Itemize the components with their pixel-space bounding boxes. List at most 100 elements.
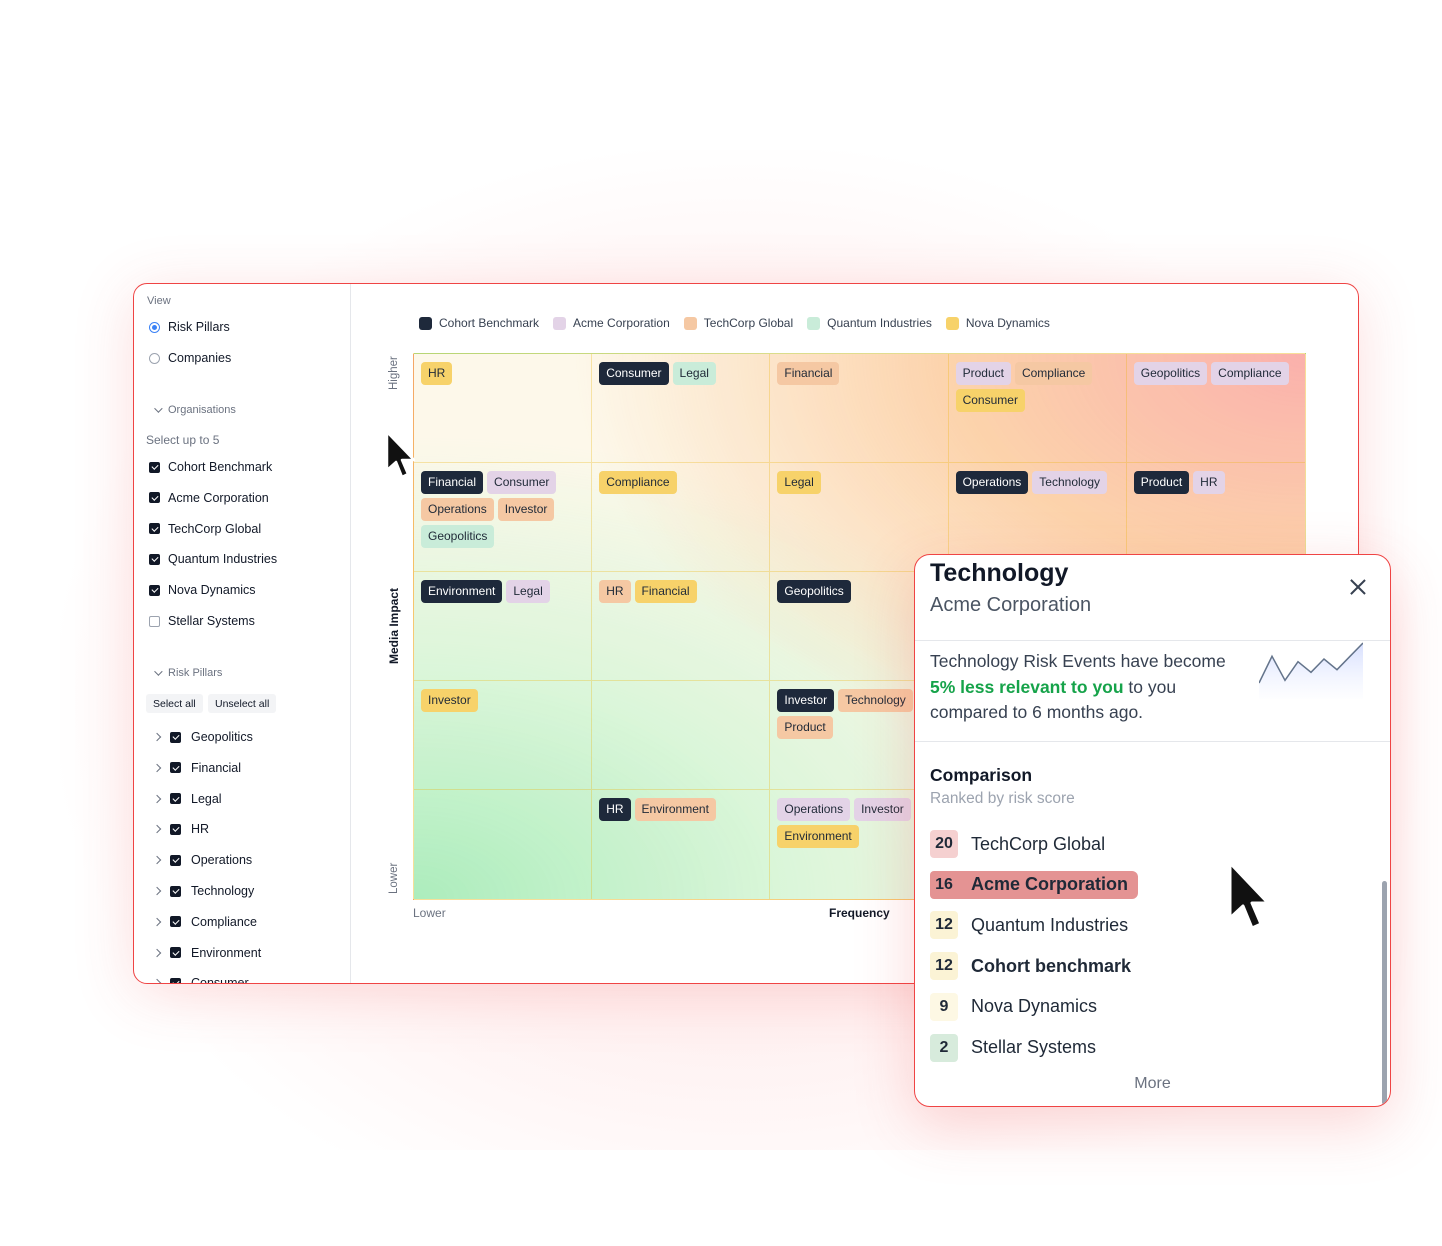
- risk-tag[interactable]: Investor: [777, 689, 835, 712]
- chevron-right-icon[interactable]: [152, 732, 162, 742]
- chevron-right-icon[interactable]: [152, 855, 162, 865]
- risk-tag[interactable]: Compliance: [1014, 362, 1093, 385]
- pillar-option[interactable]: Compliance: [152, 913, 257, 931]
- pillar-option[interactable]: Operations: [152, 851, 252, 869]
- risk-tag[interactable]: Operations: [955, 471, 1029, 494]
- matrix-cell[interactable]: Compliance: [592, 463, 771, 572]
- risk-tag[interactable]: Legal: [506, 580, 550, 603]
- risk-tag[interactable]: Geopolitics: [421, 525, 495, 548]
- risk-tag[interactable]: Environment: [421, 580, 503, 603]
- chevron-right-icon[interactable]: [152, 763, 162, 773]
- risk-tag[interactable]: Product: [777, 716, 833, 739]
- chevron-right-icon[interactable]: [152, 825, 162, 834]
- checkbox-checked-icon[interactable]: [170, 823, 181, 835]
- risk-tag[interactable]: Consumer: [955, 389, 1025, 412]
- risk-tag[interactable]: Operations: [777, 798, 851, 821]
- risk-tag[interactable]: HR: [421, 362, 453, 385]
- risk-tag[interactable]: Compliance: [1211, 362, 1289, 385]
- risk-tag[interactable]: Investor: [497, 498, 555, 521]
- chevron-right-icon[interactable]: [152, 917, 162, 927]
- pillar-option[interactable]: Geopolitics: [152, 728, 253, 746]
- risk-tag[interactable]: Geopolitics: [777, 580, 851, 603]
- organisation-option[interactable]: Acme Corporation: [149, 489, 269, 507]
- risk-tag[interactable]: HR: [599, 580, 631, 603]
- matrix-cell[interactable]: HR: [414, 354, 593, 463]
- risk-tag[interactable]: Financial: [777, 362, 840, 385]
- organisations-section-toggle[interactable]: Organisations: [154, 404, 236, 416]
- chevron-right-icon[interactable]: [152, 948, 162, 957]
- pillar-option[interactable]: Environment: [152, 944, 261, 962]
- checkbox-checked-icon[interactable]: [149, 461, 160, 473]
- organisation-option[interactable]: Cohort Benchmark: [149, 458, 272, 476]
- risk-tag[interactable]: Technology: [838, 689, 913, 712]
- checkbox-empty-icon[interactable]: [149, 615, 160, 627]
- risk-pillars-section-toggle[interactable]: Risk Pillars: [154, 667, 222, 679]
- organisation-option[interactable]: Stellar Systems: [149, 612, 255, 630]
- pillar-option[interactable]: Technology: [152, 882, 254, 900]
- checkbox-checked-icon[interactable]: [149, 492, 160, 504]
- select-all-button[interactable]: Select all: [146, 694, 203, 713]
- checkbox-checked-icon[interactable]: [170, 793, 181, 805]
- unselect-all-button[interactable]: Unselect all: [208, 694, 277, 713]
- scrollbar-thumb[interactable]: [1382, 881, 1387, 1105]
- view-option-companies[interactable]: Companies: [149, 349, 231, 367]
- matrix-cell[interactable]: Financial: [770, 354, 949, 463]
- risk-tag[interactable]: Product: [1133, 471, 1190, 494]
- organisation-option[interactable]: Quantum Industries: [149, 550, 277, 568]
- radio-selected-icon[interactable]: [149, 321, 160, 333]
- risk-tag[interactable]: Investor: [421, 689, 478, 712]
- radio-empty-icon[interactable]: [149, 352, 160, 364]
- risk-tag[interactable]: Financial: [634, 580, 697, 603]
- risk-tag[interactable]: HR: [1193, 471, 1225, 494]
- matrix-cell[interactable]: [592, 681, 771, 790]
- matrix-cell[interactable]: [414, 790, 593, 899]
- risk-tag[interactable]: Operations: [421, 498, 494, 521]
- risk-tag[interactable]: Geopolitics: [1133, 362, 1208, 385]
- risk-tag[interactable]: Compliance: [599, 471, 677, 494]
- checkbox-checked-icon[interactable]: [170, 916, 181, 928]
- checkbox-checked-icon[interactable]: [170, 731, 181, 743]
- checkbox-checked-icon[interactable]: [149, 553, 160, 565]
- organisation-option[interactable]: Nova Dynamics: [149, 581, 256, 599]
- organisation-option[interactable]: TechCorp Global: [149, 520, 261, 538]
- more-link[interactable]: More: [1134, 1075, 1171, 1092]
- risk-tag[interactable]: Consumer: [487, 471, 557, 494]
- risk-tag[interactable]: Environment: [634, 798, 716, 821]
- chevron-right-icon[interactable]: [152, 794, 162, 803]
- risk-tag[interactable]: Legal: [672, 362, 716, 385]
- matrix-cell[interactable]: Investor: [414, 681, 593, 790]
- risk-tag[interactable]: Financial: [421, 471, 484, 494]
- matrix-cell[interactable]: Legal: [770, 463, 949, 572]
- risk-tag[interactable]: Environment: [777, 825, 859, 848]
- pillar-option[interactable]: Legal: [152, 790, 222, 808]
- checkbox-checked-icon[interactable]: [149, 584, 160, 596]
- checkbox-checked-icon[interactable]: [170, 762, 181, 774]
- pillar-option[interactable]: Consumer: [152, 974, 249, 983]
- checkbox-checked-icon[interactable]: [170, 947, 181, 959]
- risk-tag[interactable]: Product: [955, 362, 1011, 385]
- risk-tag[interactable]: HR: [599, 798, 631, 821]
- checkbox-checked-icon[interactable]: [149, 523, 160, 535]
- checkbox-checked-icon[interactable]: [170, 854, 181, 866]
- risk-tag[interactable]: Investor: [854, 798, 911, 821]
- chevron-right-icon[interactable]: [152, 979, 162, 983]
- pillar-option[interactable]: HR: [152, 820, 209, 838]
- close-icon[interactable]: [1348, 577, 1368, 597]
- view-option-risk-pillars[interactable]: Risk Pillars: [149, 318, 230, 336]
- pillar-option[interactable]: Financial: [152, 759, 241, 777]
